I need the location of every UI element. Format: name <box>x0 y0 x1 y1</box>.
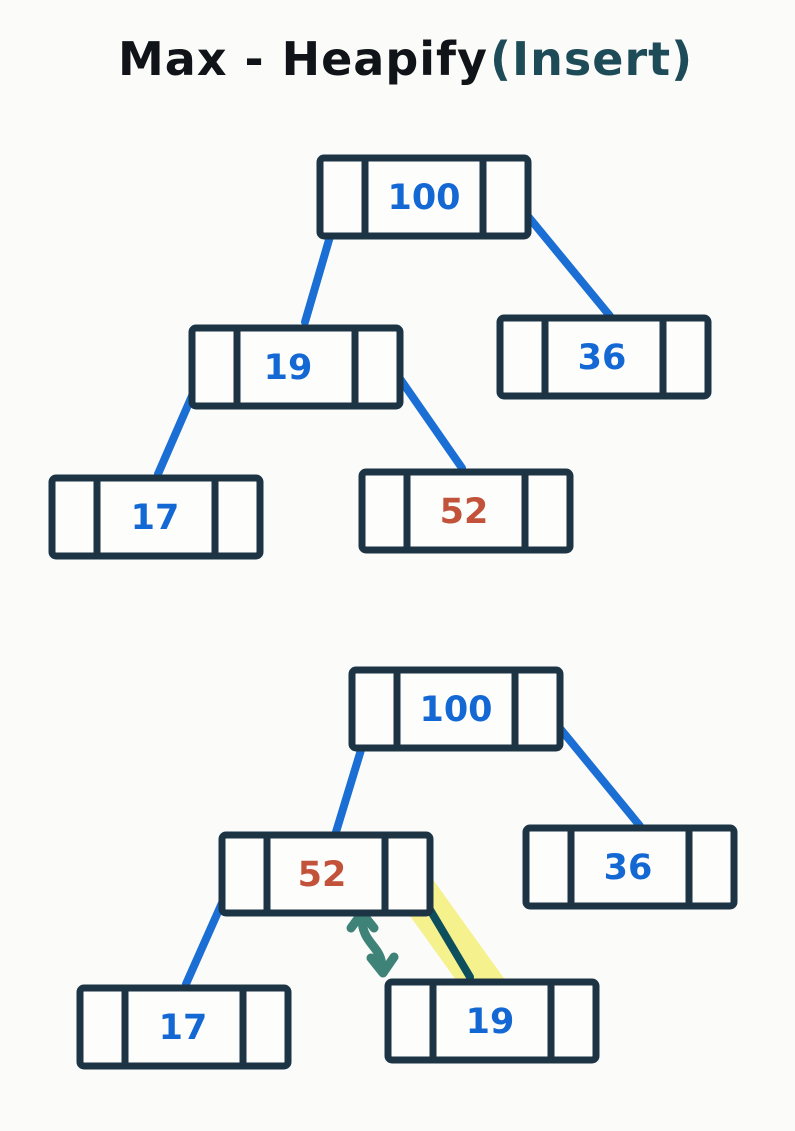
node-t2-leaf-right[interactable]: 19 <box>384 978 600 1064</box>
title-paren-text: (Insert) <box>490 32 693 86</box>
node-value: 52 <box>298 855 347 895</box>
node-value: 36 <box>578 338 627 378</box>
node-value: 17 <box>159 1008 208 1048</box>
node-t2-left[interactable]: 52 <box>218 831 434 917</box>
node-value: 19 <box>466 1002 515 1042</box>
node-value: 17 <box>131 498 180 538</box>
heap-before-swap: 100 19 36 17 <box>48 154 712 560</box>
node-t2-leaf-left[interactable]: 17 <box>76 984 292 1070</box>
swap-double-arrow-icon <box>346 908 399 978</box>
node-box <box>522 824 738 910</box>
node-t2-root[interactable]: 100 <box>348 666 564 752</box>
node-value: 36 <box>604 848 653 888</box>
node-box <box>188 324 404 410</box>
node-box <box>48 474 264 560</box>
node-t1-leaf-right[interactable]: 52 <box>358 468 574 554</box>
node-box <box>218 831 434 917</box>
node-box <box>348 666 564 752</box>
node-value: 100 <box>419 690 492 730</box>
node-box <box>76 984 292 1070</box>
node-box <box>496 314 712 400</box>
node-box <box>384 978 600 1064</box>
node-box <box>358 468 574 554</box>
title-main-text: Max - Heapify <box>118 32 488 86</box>
node-t1-leaf-left[interactable]: 17 <box>48 474 264 560</box>
node-t1-left[interactable]: 19 <box>188 324 404 410</box>
node-t2-right[interactable]: 36 <box>522 824 738 910</box>
node-box <box>316 154 532 240</box>
node-t1-right[interactable]: 36 <box>496 314 712 400</box>
node-t1-root[interactable]: 100 <box>316 154 532 240</box>
node-value: 19 <box>264 348 313 388</box>
heap-after-swap: 100 52 36 17 <box>76 666 738 1070</box>
node-value: 52 <box>440 492 489 532</box>
node-value: 100 <box>387 178 460 218</box>
page-title: Max - Heapify (Insert) <box>118 32 693 86</box>
